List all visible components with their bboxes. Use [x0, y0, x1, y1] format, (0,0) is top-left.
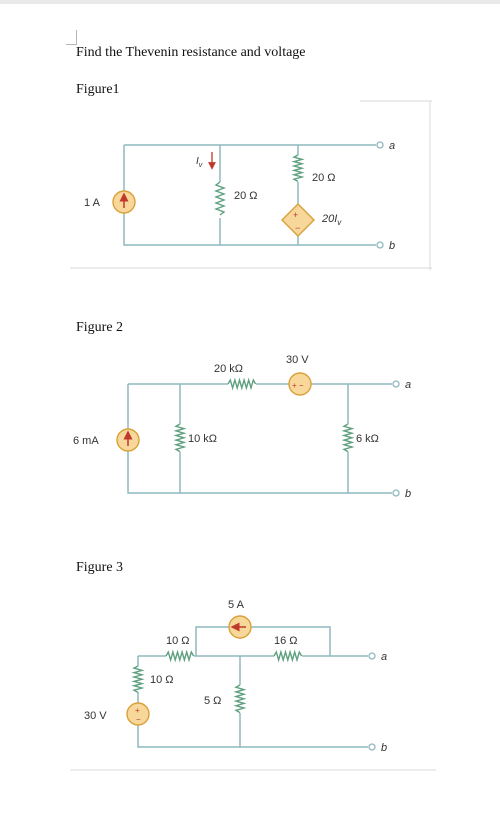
- fig3-i-source-label: 5 A: [228, 599, 245, 611]
- fig2-r-top-label: 20 kΩ: [214, 363, 243, 375]
- fig2-terminal-b-label: b: [405, 488, 411, 500]
- fig3-resistor-vertical-icon: [131, 665, 145, 694]
- fig3-resistor-top-left-icon: [165, 649, 195, 663]
- fig2-terminal-a-label: a: [405, 379, 411, 391]
- fig3-r-mid-label: 5 Ω: [204, 695, 221, 707]
- fig3-voltage-source-icon: [126, 702, 150, 726]
- fig1-resistor-2-icon: [291, 154, 305, 183]
- fig3-v-source-label: 30 V: [84, 710, 107, 722]
- page-top-border: [0, 0, 500, 4]
- fig1-dependent-source-icon: [281, 203, 315, 237]
- fig1-source-label: 1 A: [84, 197, 101, 209]
- figure-2-title: Figure 2: [76, 320, 124, 335]
- figure-1-circuit: 1 A 20 Ω Iv 20 Ω + − 20Iv a b: [70, 100, 432, 270]
- fig1-r1-label: 20 Ω: [234, 190, 258, 202]
- svg-text:+: +: [293, 210, 298, 220]
- fig3-r-vertical-label: 10 Ω: [150, 674, 174, 686]
- fig2-terminal-b-icon: [392, 489, 400, 497]
- figure-2-circuit: 6 mA 10 kΩ 20 kΩ + − 30 V 6 kΩ a b: [73, 354, 411, 500]
- fig2-resistor-top-icon: [227, 377, 257, 391]
- fig1-wire-bottom: [123, 145, 376, 246]
- problem-heading: Find the Thevenin resistance and voltage: [76, 45, 306, 60]
- fig3-terminal-a-icon: [368, 652, 376, 660]
- fig3-wire-bottom: [137, 725, 368, 748]
- fig1-terminal-b-label: b: [389, 240, 395, 252]
- figure-3-circuit: 10 Ω + − 30 V 10 Ω 5 A 5 Ω 16 Ω a b: [70, 599, 436, 771]
- fig1-terminal-b-icon: [376, 241, 384, 249]
- fig2-terminal-a-icon: [392, 380, 400, 388]
- figure-3-title: Figure 3: [76, 560, 124, 575]
- fig2-wire-bottom: [127, 384, 392, 494]
- fig3-r-top-right-label: 16 Ω: [274, 635, 298, 647]
- fig3-wire-src-left: [195, 626, 229, 656]
- fig1-r2-label: 20 Ω: [312, 172, 336, 184]
- fig1-terminal-a-icon: [376, 141, 384, 149]
- fig3-terminal-a-label: a: [381, 651, 387, 663]
- fig3-resistor-mid-icon: [233, 684, 247, 714]
- fig1-dep-source-label: 20Iv: [321, 213, 342, 227]
- figure-1-title: Figure1: [76, 82, 120, 97]
- fig2-voltage-source-icon: [288, 372, 312, 396]
- fig2-r-right-label: 6 kΩ: [356, 433, 379, 445]
- fig2-r-left-label: 10 kΩ: [188, 433, 217, 445]
- fig2-resistor-left-icon: [173, 423, 187, 453]
- svg-text:−: −: [136, 715, 141, 724]
- fig1-resistor-1-icon: [214, 181, 226, 216]
- fig3-resistor-top-right-icon: [273, 649, 303, 663]
- fig1-current-label: Iv: [196, 156, 203, 169]
- fig2-source-label: 6 mA: [73, 435, 99, 447]
- fig3-r-top-left-label: 10 Ω: [166, 635, 190, 647]
- svg-text:−: −: [295, 223, 300, 233]
- fig2-v-source-label: 30 V: [286, 354, 309, 366]
- svg-text:+ −: + −: [292, 381, 304, 390]
- fig3-wire-src-right: [251, 626, 331, 656]
- fig3-terminal-b-label: b: [381, 742, 387, 754]
- margin-corner-mark: [66, 30, 77, 45]
- fig3-terminal-b-icon: [368, 743, 376, 751]
- fig1-terminal-a-label: a: [389, 140, 395, 152]
- svg-text:+: +: [135, 706, 140, 715]
- fig2-resistor-right-icon: [341, 423, 355, 453]
